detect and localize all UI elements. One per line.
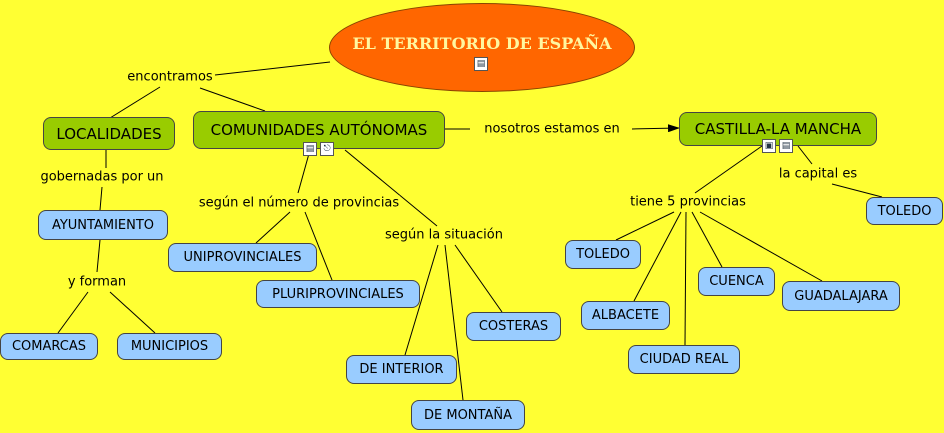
link-line <box>797 145 813 165</box>
concept-label: DE MONTAÑA <box>424 407 512 423</box>
concept-label: PLURIPROVINCIALES <box>272 286 404 302</box>
link-line <box>199 87 266 112</box>
concept-label: TOLEDO <box>576 247 630 262</box>
concept-pluriprovinciales[interactable]: PLURIPROVINCIALES <box>256 280 420 308</box>
link-line <box>615 211 675 241</box>
concept-municipios[interactable]: MUNICIPIOS <box>117 333 222 360</box>
link-line <box>699 211 823 282</box>
concept-label: COSTERAS <box>478 319 549 334</box>
link-line <box>304 211 333 281</box>
concept-albacete[interactable]: ALBACETE <box>581 301 670 330</box>
concept-comarcas[interactable]: COMARCAS <box>0 333 98 360</box>
link-line <box>831 183 883 198</box>
link-line <box>344 149 438 227</box>
link-line <box>109 86 161 119</box>
concept-label: TOLEDO <box>877 203 932 219</box>
image-icon[interactable]: ▣ <box>762 139 776 153</box>
concept-ayuntamiento[interactable]: AYUNTAMIENTO <box>38 210 168 240</box>
link-line <box>99 186 103 211</box>
link-line <box>96 239 101 273</box>
concept-label: DE INTERIOR <box>359 362 444 377</box>
concept-cuenca[interactable]: CUENCA <box>698 267 775 296</box>
phrase-tiene5: tiene 5 provincias <box>629 194 747 210</box>
concept-label: COMUNIDADES AUTÓNOMAS <box>210 121 428 139</box>
phrase-capital: la capital es <box>777 166 859 182</box>
concept-guadalajara[interactable]: GUADALAJARA <box>782 281 900 311</box>
link-line <box>691 211 723 268</box>
concept-label: ALBACETE <box>591 308 660 323</box>
link-line <box>255 211 291 244</box>
phrase-y-forman: y forman <box>66 274 128 290</box>
link-line <box>57 291 89 334</box>
concept-castilla-la-mancha[interactable]: CASTILLA-LA MANCHA <box>679 112 877 146</box>
concept-label: COMARCAS <box>11 339 87 354</box>
link-line <box>631 124 680 133</box>
document-icon[interactable]: ▤ <box>303 142 317 156</box>
link-line <box>404 244 439 356</box>
concept-de-montana[interactable]: DE MONTAÑA <box>411 400 525 430</box>
concept-label: AYUNTAMIENTO <box>51 217 155 233</box>
concept-label: MUNICIPIOS <box>130 339 209 354</box>
concept-label: LOCALIDADES <box>56 124 162 143</box>
document-icon[interactable]: ▤ <box>474 57 488 71</box>
concept-toledo-capital[interactable]: TOLEDO <box>866 197 943 225</box>
concept-label: CIUDAD REAL <box>639 352 729 367</box>
concept-label: CASTILLA-LA MANCHA <box>694 120 862 138</box>
link-line <box>214 61 331 76</box>
phrase-encontramos: encontramos <box>126 69 214 85</box>
phrase-segun-situacion: según la situación <box>384 227 504 243</box>
concept-uniprovinciales[interactable]: UNIPROVINCIALES <box>168 243 317 272</box>
link-line <box>633 211 682 302</box>
link-line <box>109 291 156 334</box>
phrase-gobernadas: gobernadas por un <box>39 169 165 185</box>
concept-label: CUENCA <box>709 274 764 289</box>
concept-map-icon[interactable]: ⎋ <box>320 142 334 156</box>
concept-label: GUADALAJARA <box>794 288 888 304</box>
link-line <box>454 244 503 313</box>
link-line <box>694 145 763 194</box>
link-line <box>297 149 311 194</box>
concept-comunidades-autonomas[interactable]: COMUNIDADES AUTÓNOMAS <box>193 111 445 149</box>
root-concept[interactable]: EL TERRITORIO DE ESPAÑA <box>329 3 635 92</box>
concept-de-interior[interactable]: DE INTERIOR <box>346 355 457 384</box>
phrase-segun-numero: según el número de provincias <box>197 195 401 211</box>
concept-toledo[interactable]: TOLEDO <box>565 240 641 269</box>
root-title: EL TERRITORIO DE ESPAÑA <box>352 34 612 53</box>
link-line <box>684 211 687 346</box>
document-icon[interactable]: ▤ <box>779 139 793 153</box>
concept-localidades[interactable]: LOCALIDADES <box>43 117 175 150</box>
phrase-nosotros: nosotros estamos en <box>483 121 621 137</box>
link-line <box>444 244 464 401</box>
concept-costeras[interactable]: COSTERAS <box>466 312 561 341</box>
concept-label: UNIPROVINCIALES <box>183 250 302 265</box>
concept-ciudad-real[interactable]: CIUDAD REAL <box>628 345 740 374</box>
